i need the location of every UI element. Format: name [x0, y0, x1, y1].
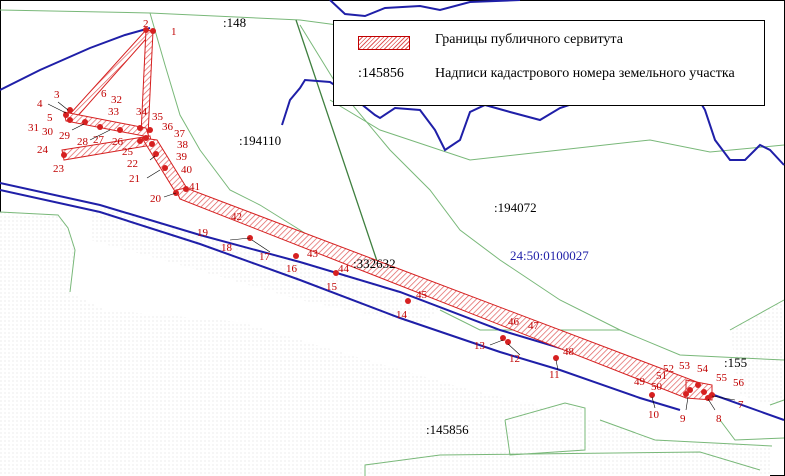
point-label: 53 [679, 360, 691, 372]
parcel-boundary-dark [295, 19, 381, 271]
point-label: 45 [416, 289, 428, 301]
point-label: 3 [54, 89, 60, 101]
point-label: 48 [563, 346, 575, 358]
point-label: 35 [152, 111, 164, 123]
parcel-label-332632: :332632 [353, 256, 396, 271]
point-label: 25 [122, 146, 134, 158]
point-label: 51 [656, 370, 667, 382]
point-label: 1 [171, 26, 177, 38]
parcel-label-194072: :194072 [494, 200, 537, 215]
point-label: 54 [697, 363, 709, 375]
point-label: 11 [549, 369, 560, 381]
point-label: 31 [28, 122, 39, 134]
legend: Границы публичного сервитута :145856 Над… [333, 20, 765, 106]
parcel-label-145856: :145856 [426, 422, 469, 437]
parcel-label-155: :155 [724, 355, 747, 370]
point-label: 32 [111, 94, 122, 106]
point-label: 19 [197, 227, 209, 239]
point-label: 15 [326, 281, 338, 293]
point-label: 16 [286, 263, 298, 275]
point-label: 44 [338, 263, 350, 275]
point-label: 18 [221, 242, 233, 254]
point-label: 24 [37, 144, 49, 156]
point-label: 56 [733, 377, 745, 389]
point-label: 38 [177, 139, 189, 151]
point-label: 6 [101, 88, 107, 100]
point-label: 42 [231, 211, 242, 223]
point-label: 40 [181, 164, 193, 176]
point-label: 21 [129, 173, 140, 185]
easement-strip [61, 29, 713, 401]
point-label: 4 [37, 98, 43, 110]
point-label: 47 [528, 320, 540, 332]
point-label: 33 [108, 106, 120, 118]
point-label: 14 [396, 309, 408, 321]
point-label: 20 [150, 193, 162, 205]
point-label: 50 [651, 381, 663, 393]
point-label: 23 [53, 163, 65, 175]
point-label: 29 [59, 130, 71, 142]
point-label: 9 [680, 413, 686, 425]
point-label: 12 [509, 353, 520, 365]
point-label: 41 [189, 181, 200, 193]
point-label: 17 [259, 251, 271, 263]
easement-symbol [358, 36, 410, 50]
point-label: 39 [176, 151, 188, 163]
point-label: 27 [93, 134, 105, 146]
leader-lines [47, 101, 736, 411]
legend-code-example: :145856 [358, 66, 404, 81]
parcel-label-194110: :194110 [239, 133, 281, 148]
point-label: 34 [136, 106, 148, 118]
point-label: 43 [307, 248, 319, 260]
point-label: 52 [663, 363, 674, 375]
point-label: 13 [474, 340, 486, 352]
parcel-label-148: :148 [223, 15, 246, 30]
point-label: 46 [508, 316, 520, 328]
point-label: 30 [42, 126, 54, 138]
point-label: 28 [77, 136, 89, 148]
point-label: 8 [716, 413, 722, 425]
legend-boundary-label: Границы публичного сервитута [435, 32, 623, 47]
point-label: 2 [143, 18, 149, 30]
point-label: 5 [47, 112, 53, 124]
point-label: 10 [648, 409, 660, 421]
point-label: 22 [127, 158, 138, 170]
point-label: 36 [162, 121, 174, 133]
quarter-label: 24:50:0100027 [510, 248, 589, 263]
parcel-labels: :148 :194110 :194072 :332632 :155 :14585… [223, 15, 747, 437]
point-label: 37 [174, 128, 186, 140]
point-label: 49 [634, 376, 646, 388]
point-label: 55 [716, 372, 728, 384]
point-label: 26 [112, 136, 124, 148]
legend-cadastral-label: Надписи кадастрового номера земельного у… [435, 66, 735, 81]
point-label: 7 [738, 399, 744, 411]
point-labels: 1 2 3 4 5 6 7 8 9 10 11 12 13 14 15 16 1… [28, 18, 745, 425]
